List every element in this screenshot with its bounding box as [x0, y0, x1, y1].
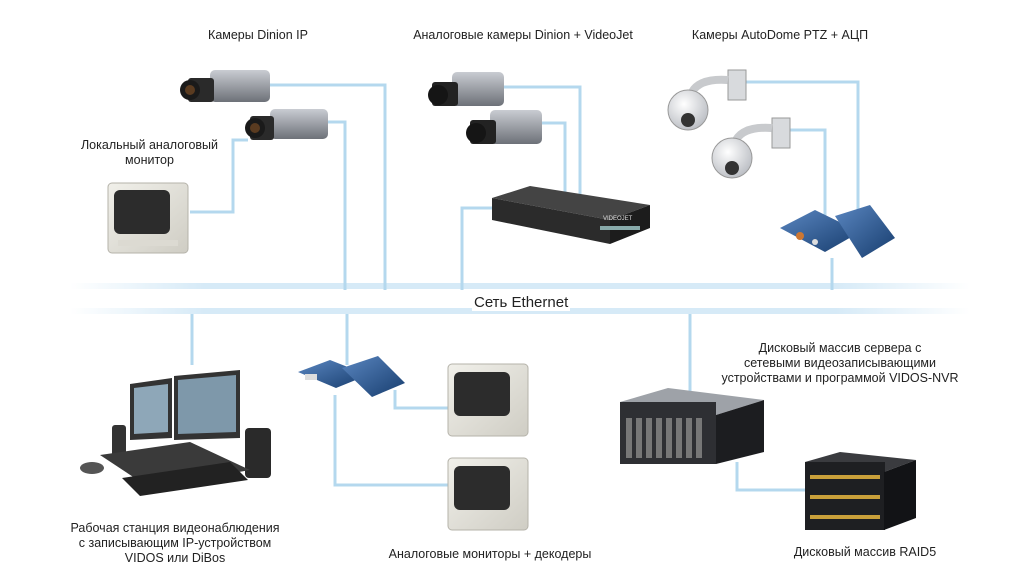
analog-camera-2 [466, 110, 542, 144]
label-raid5: Дисковый массив RAID5 [793, 545, 937, 559]
analog-monitor-1 [447, 363, 529, 437]
local-analog-monitor [107, 182, 189, 254]
video-decoders [298, 356, 405, 397]
dinion-ip-camera-2 [245, 109, 328, 140]
label-local-monitor: Локальный аналоговый монитор [80, 138, 219, 167]
ethernet-label: Сеть Ethernet [472, 294, 571, 311]
label-dinion-ip: Камеры Dinion IP [208, 28, 308, 42]
videojet-brand-text: VIDEOJET [603, 216, 633, 222]
adc-converter [780, 205, 895, 258]
link-raid [735, 462, 805, 492]
nvr-server [620, 388, 764, 464]
label-nvr-server: Дисковый массив сервера с сетевыми видео… [721, 341, 959, 385]
link-analog-cam1 [485, 85, 582, 195]
ethernet-line-lower [70, 308, 970, 314]
ethernet-bus [70, 283, 970, 314]
label-monitors-decoders: Аналоговые мониторы + декодеры [388, 547, 592, 561]
ptz-camera-1 [667, 69, 747, 131]
analog-camera-1 [428, 72, 504, 106]
connection-lines [190, 80, 860, 492]
link-ptz2 [790, 128, 827, 218]
link-videojet [460, 206, 505, 290]
raid5-array [805, 452, 916, 530]
link-monitor2 [333, 395, 448, 487]
link-dinion-cam2 [320, 120, 347, 290]
link-local-monitor [190, 138, 248, 214]
ethernet-line-upper [70, 283, 970, 289]
label-workstation: Рабочая станция видеонаблюдения с записы… [70, 521, 280, 565]
videojet-encoder: VIDEOJET [492, 186, 650, 244]
link-monitor1 [393, 390, 450, 410]
ptz-camera-2 [711, 117, 791, 179]
link-ptz1 [745, 80, 860, 210]
dinion-ip-camera-1 [180, 70, 270, 102]
label-autodome: Камеры AutoDome PTZ + АЦП [691, 28, 869, 42]
link-dinion-cam1 [265, 83, 387, 290]
workstation [80, 370, 271, 496]
label-analog-videojet: Аналоговые камеры Dinion + VideoJet [413, 28, 633, 42]
link-analog-cam2 [540, 121, 567, 195]
analog-monitor-2 [447, 457, 529, 531]
